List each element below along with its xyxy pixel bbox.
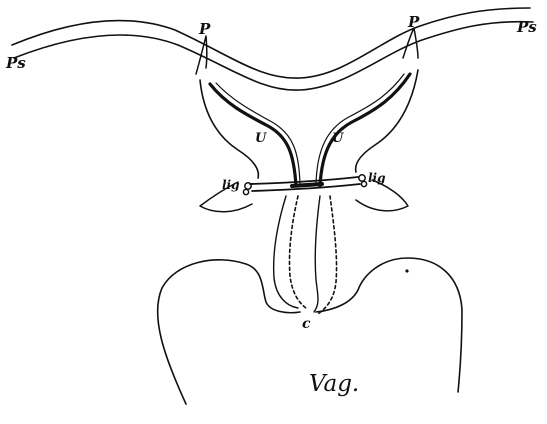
label-ps-left: Ps bbox=[6, 56, 26, 71]
peritoneum-upper-line bbox=[12, 8, 530, 78]
small-dot-mark bbox=[405, 269, 408, 272]
ligature-knot bbox=[292, 184, 322, 186]
ligature-upper-line bbox=[250, 177, 358, 184]
left-horn-cavity bbox=[210, 84, 296, 186]
right-ligature-knot bbox=[359, 175, 365, 181]
label-ps-right: Ps bbox=[517, 20, 537, 35]
right-horn-cavity bbox=[320, 74, 410, 186]
peritoneum-lower-line bbox=[14, 22, 533, 90]
right-ligature-knot-2 bbox=[361, 181, 366, 186]
right-horn-cavity-inner bbox=[316, 74, 404, 184]
left-cervical-canal-dashed bbox=[289, 196, 306, 308]
left-ligature-knot-2 bbox=[243, 189, 248, 194]
label-p-right: P bbox=[408, 15, 419, 30]
label-u-right: U bbox=[332, 132, 343, 145]
label-c: c bbox=[302, 317, 311, 331]
right-cervical-canal bbox=[314, 196, 320, 312]
label-p-left: P bbox=[199, 22, 210, 37]
right-horn-outer bbox=[356, 70, 418, 172]
label-lig-right: lig bbox=[368, 172, 386, 184]
right-cervical-canal-dashed bbox=[318, 196, 337, 314]
vaginal-wall-left bbox=[158, 260, 300, 404]
left-ligature-knot bbox=[245, 183, 251, 189]
label-u-left: U bbox=[255, 132, 266, 145]
label-lig-left: lig bbox=[222, 179, 240, 191]
figure-caption: Vag. bbox=[309, 373, 359, 396]
